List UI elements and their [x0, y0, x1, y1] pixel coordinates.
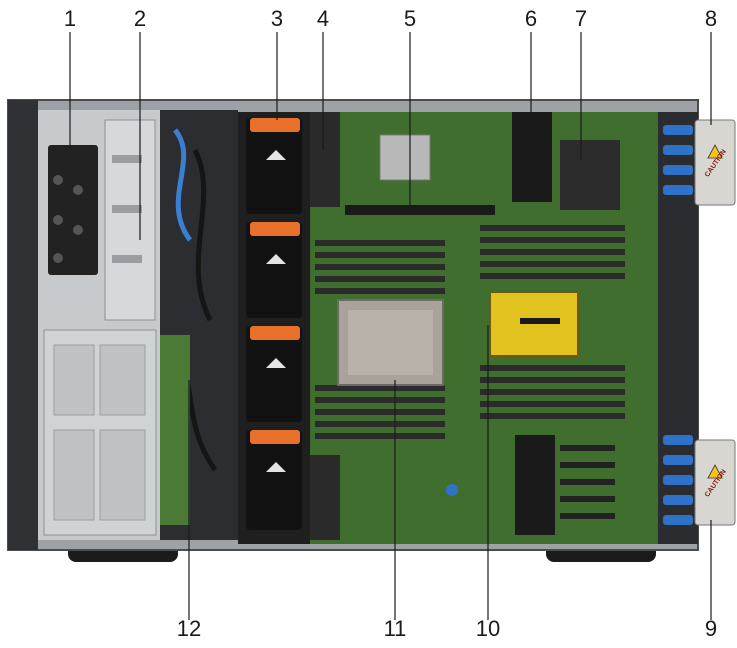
- dimm-bank-left-bottom: [315, 385, 445, 439]
- riser-top: [512, 112, 552, 202]
- rear-panel: [658, 112, 698, 544]
- callout-2: 2: [133, 6, 147, 31]
- callout-7: 7: [574, 6, 588, 31]
- dimm-bank-left-top: [315, 240, 445, 294]
- callout-4: 4: [316, 6, 330, 31]
- psu-handles-bottom: [663, 435, 693, 525]
- callout-8: 8: [704, 6, 718, 31]
- callout-6: 6: [524, 6, 538, 31]
- fan-module-4: [246, 430, 302, 530]
- fan-bracket-top: [310, 112, 340, 207]
- callout-9: 9: [704, 616, 718, 641]
- callout-5: 5: [403, 6, 417, 31]
- callout-3: 3: [270, 6, 284, 31]
- fan-bracket-bottom: [310, 455, 340, 540]
- caution-tag-top: [694, 119, 736, 206]
- riser-bottom: [515, 435, 555, 535]
- expansion-slots-top: [560, 140, 620, 210]
- expansion-slots-bottom: [560, 445, 615, 519]
- leader-lines: [69, 32, 712, 620]
- fan-module-3: [246, 326, 302, 422]
- callout-11: 11: [383, 616, 407, 641]
- chassis-left-wall: [8, 100, 38, 550]
- callout-12: 12: [176, 616, 202, 641]
- fan-module-1: [246, 118, 302, 214]
- fan-module-2: [246, 222, 302, 318]
- dimm-bank-right-top: [480, 225, 625, 279]
- connector-strip: [345, 205, 495, 215]
- psu-handles-top: [663, 125, 693, 195]
- dimm-bank-right-bottom: [480, 365, 625, 419]
- top-chip-heatsink: [379, 134, 431, 181]
- drive-cage: [104, 119, 156, 321]
- callout-10: 10: [475, 616, 501, 641]
- caution-tag-bottom: [694, 439, 736, 526]
- callout-1: 1: [63, 6, 77, 31]
- backplane-board: [160, 335, 190, 525]
